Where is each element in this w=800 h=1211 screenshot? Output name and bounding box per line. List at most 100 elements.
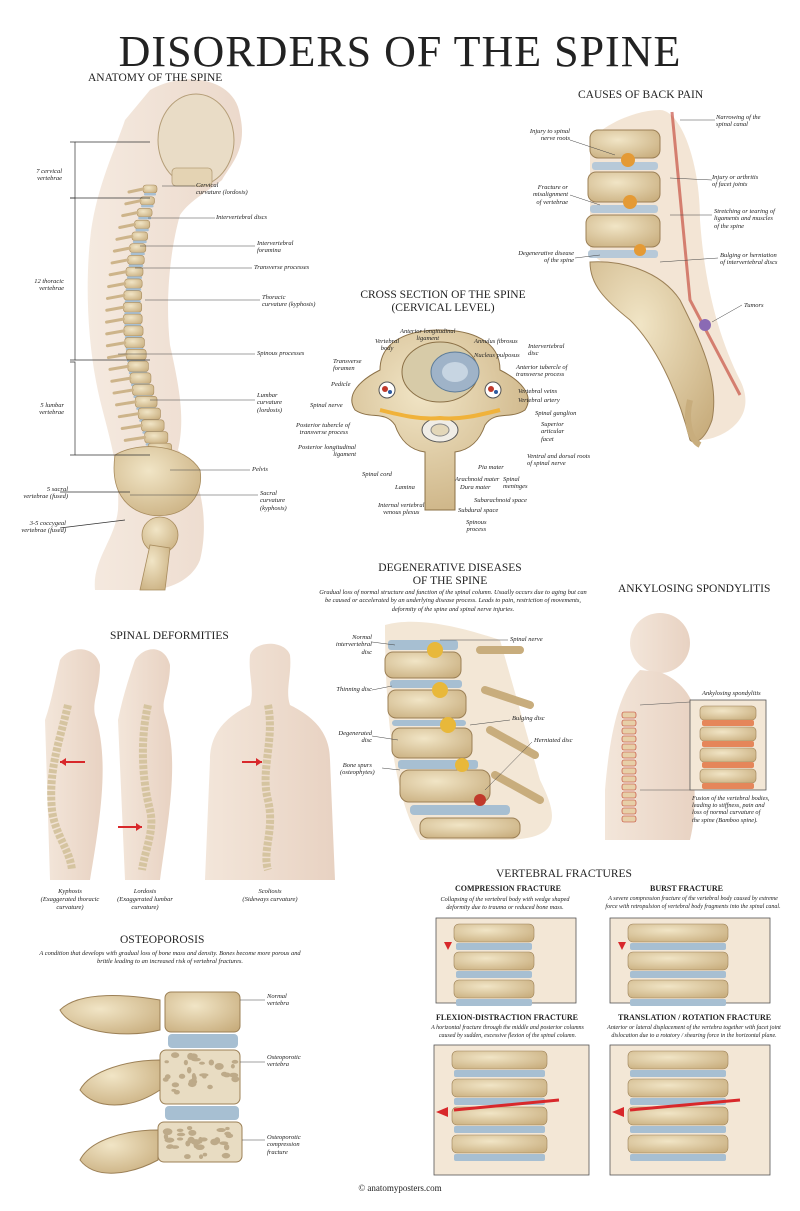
label-lumbar-vertebrae: 5 lumbar vertebrae (39, 402, 64, 417)
cross-section-subheading: (CERVICAL LEVEL) (391, 302, 495, 314)
label-coccygeal-vertebrae: 3-5 coccygeal vertebrae (fused) (21, 520, 66, 535)
label-posterior-tubercle: Posterior tubercle of transverse process (296, 422, 350, 437)
label-osteoporotic-vertebra: Osteoporotic vertebra (267, 1054, 301, 1069)
ankylosing-heading: ANKYLOSING SPONDYLITIS (618, 583, 771, 595)
vertebra (137, 407, 161, 420)
fracture-force-arrow (618, 942, 626, 950)
bone-pore (216, 1127, 226, 1133)
disc (144, 193, 156, 196)
osteoporosis-illustration (59, 991, 243, 1174)
vertebra (124, 337, 145, 349)
vertebra (125, 266, 144, 277)
inset-fused-disc (702, 720, 754, 726)
fracture-vertebra (453, 979, 535, 999)
bone-pore (230, 1064, 235, 1069)
deformity-arrow-head (256, 758, 262, 766)
bone-pore (189, 1053, 198, 1059)
fracture-vertebra (453, 951, 535, 971)
spinous-process (115, 234, 134, 241)
spinous-process (121, 211, 139, 218)
caption-lordosis-name: Lordosis (133, 888, 157, 895)
label-bulging-disc: Bulging disc (512, 715, 545, 722)
disc (130, 252, 145, 256)
fracture-title-compression: COMPRESSION FRACTURE (455, 884, 562, 893)
vertebra (123, 325, 144, 337)
label-lumbar-curvature: Lumbar curvature (lordosis) (257, 392, 283, 414)
fracture-title-translation: TRANSLATION / ROTATION FRACTURE (618, 1013, 772, 1022)
label-ankylosing-inset: Ankylosing spondylitis (702, 690, 761, 697)
label-spinous-processes: Spinous processes (257, 350, 305, 357)
label-tumors: Tumors (744, 302, 764, 309)
fracture-disc (456, 999, 532, 1006)
fracture-disc (630, 1154, 726, 1161)
fractures-heading: VERTEBRAL FRACTURES (496, 868, 632, 880)
fracture-disc (454, 1154, 545, 1161)
caption-lordosis-note: (Exaggerated lumbar curvature) (117, 895, 173, 911)
fracture-desc-compression: Collapsing of the vertebral body with we… (440, 896, 570, 912)
label-posterior-ligament: Posterior longitudinal ligament (298, 444, 356, 459)
bone-pore (171, 1145, 180, 1149)
inset-vertebra (699, 768, 757, 784)
caption-lordosis: Lordosis (Exaggerated lumbar curvature) (105, 888, 185, 911)
bone-pore (214, 1137, 221, 1144)
inset-fused-disc (702, 741, 754, 747)
label-disc-herniation: Bulging or herniation of intervertebral … (720, 252, 778, 267)
label-vertebral-body: Vertebral body (375, 338, 400, 353)
vertebra (132, 384, 155, 396)
ankylosing-illustration (605, 613, 696, 840)
label-spinal-ganglion: Spinal ganglion (535, 410, 577, 417)
fracture-vertebra (627, 923, 729, 943)
bamboo-vertebra (621, 791, 637, 799)
fracture-disc (630, 1126, 726, 1133)
fracture-vertebra (627, 979, 729, 999)
bone-pore (176, 1137, 184, 1141)
bone-pore (176, 1128, 184, 1133)
bone-pore (162, 1128, 173, 1136)
label-injury-nerve-roots: Injury to spinal nerve roots (529, 128, 570, 143)
fracture-disc (630, 943, 726, 950)
bamboo-vertebra (621, 799, 637, 807)
bone-pore (223, 1143, 230, 1151)
deformity-arrows (60, 758, 262, 831)
footer-copyright: © anatomyposters.com (358, 1183, 442, 1193)
fracture-vertebra (627, 1078, 729, 1098)
bone-pore (195, 1144, 205, 1151)
inset-vertebra (699, 747, 757, 763)
bone-pore (166, 1145, 174, 1150)
bone-pore (171, 1088, 177, 1092)
spinous-process (124, 199, 142, 206)
disc (138, 216, 152, 220)
spinous-process (123, 435, 147, 442)
bone-pore (188, 1078, 198, 1085)
inset-fused-disc (702, 762, 754, 768)
spinous-process (120, 424, 143, 431)
label-cervical-vertebrae: 7 cervical vertebrae (36, 168, 62, 183)
vertebra (131, 231, 148, 241)
bamboo-vertebra (621, 719, 637, 727)
bamboo-vertebra (621, 751, 637, 759)
caption-scoliosis: Scoliosis (Sideways curvature) (230, 888, 310, 904)
bone-pore (231, 1059, 239, 1064)
bone-pore (191, 1057, 201, 1062)
degenerative-description: Gradual loss of normal structure and fun… (319, 589, 587, 613)
label-spinal-nerve-cs: Spinal nerve (310, 402, 343, 409)
bone-pore (208, 1059, 215, 1066)
bone-pore (199, 1073, 209, 1077)
disc (141, 204, 154, 208)
bone-pore (167, 1144, 174, 1148)
bone-pore (228, 1072, 239, 1078)
bone-pore (202, 1074, 207, 1079)
deformities-illustration (45, 643, 335, 880)
deformities-heading: SPINAL DEFORMITIES (110, 630, 229, 642)
bone-pore (191, 1074, 197, 1082)
bone-pore (185, 1140, 191, 1147)
bone-pore (225, 1133, 234, 1139)
spinous-process (105, 329, 126, 336)
bamboo-vertebra (621, 767, 637, 775)
fracture-vertebra (453, 923, 535, 943)
bamboo-vertebra (621, 727, 637, 735)
label-degenerative-disease: Degenerative disease of the spine (518, 250, 574, 265)
bamboo-vertebra (621, 711, 637, 719)
caption-kyphosis-name: Kyphosis (58, 888, 82, 895)
